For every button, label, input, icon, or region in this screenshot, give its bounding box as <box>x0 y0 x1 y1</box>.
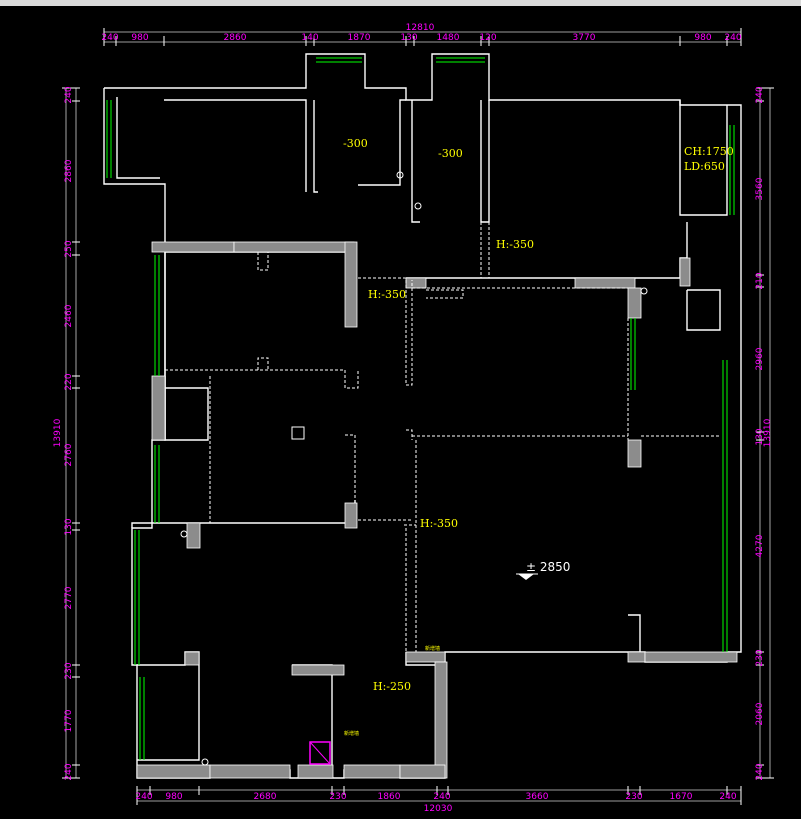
drain-marker-2 <box>414 202 422 210</box>
bottom-dim-1: 240 <box>135 792 152 802</box>
height-label-mid: H:-350 <box>368 288 406 301</box>
left-dim-8: 2770 <box>64 586 74 609</box>
elevation-marker-triangle <box>518 574 534 580</box>
height-label-low: H:-350 <box>420 517 458 530</box>
left-dim-11: 240 <box>64 763 74 780</box>
drain-marker-5 <box>201 758 209 766</box>
pink-fixture-box <box>309 741 331 765</box>
solid-walls <box>136 241 738 779</box>
right-dim-8: 2060 <box>755 702 765 725</box>
bottom-dim-7: 3660 <box>526 792 549 802</box>
right-dim-7: 230 <box>755 649 765 666</box>
right-total-dimension: 13910 <box>763 418 773 447</box>
right-dim-4: 2960 <box>755 347 765 370</box>
window-title-bar <box>0 0 801 6</box>
room-level-label-2: -300 <box>438 147 463 160</box>
right-dim-1: 240 <box>755 86 765 103</box>
left-dim-6: 2760 <box>64 443 74 466</box>
bottom-dim-8: 230 <box>625 792 642 802</box>
bottom-dim-4: 230 <box>329 792 346 802</box>
top-dim-4: 140 <box>301 33 318 43</box>
room-level-label-1: -300 <box>343 137 368 150</box>
bottom-dim-6: 240 <box>433 792 450 802</box>
annotations: -300 -300 CH:1750 LD:650 H:-350 H:-350 H… <box>343 137 734 737</box>
right-dim-5: 130 <box>755 428 765 445</box>
height-label-bath: H:-250 <box>373 680 411 693</box>
height-label-top: H:-350 <box>496 238 534 251</box>
right-dim-3: 210 <box>755 272 765 289</box>
small-tag-1: 新增墙 <box>425 645 440 652</box>
top-dim-9: 3770 <box>573 33 596 43</box>
bottom-dimension-row: 240 980 2680 230 1860 240 3660 230 1670 … <box>135 786 742 814</box>
top-dimension-row: 12810 240 980 2860 140 1870 130 1480 120… <box>101 23 742 46</box>
bottom-total-dimension: 12030 <box>424 804 453 814</box>
left-dim-2: 2860 <box>64 159 74 182</box>
left-dim-5: 220 <box>64 373 74 390</box>
left-dim-9: 230 <box>64 662 74 679</box>
top-dim-10: 980 <box>694 33 711 43</box>
windows <box>106 57 735 760</box>
top-total-dimension: 12810 <box>406 23 435 33</box>
top-dim-3: 2860 <box>224 33 247 43</box>
top-dim-7: 1480 <box>437 33 460 43</box>
drain-marker <box>396 171 404 179</box>
dashed-lines <box>164 222 720 652</box>
drain-marker-4 <box>180 530 188 538</box>
column-marker <box>291 426 305 440</box>
bottom-dim-9: 1670 <box>670 792 693 802</box>
top-dim-1: 240 <box>101 33 118 43</box>
top-dim-11: 240 <box>724 33 741 43</box>
top-dim-5: 1870 <box>348 33 371 43</box>
right-dimension-column: 240 3560 210 2960 130 4270 230 2060 240 … <box>755 86 774 781</box>
bottom-dim-5: 1860 <box>378 792 401 802</box>
left-dim-1: 240 <box>64 86 74 103</box>
ceiling-height-label: CH:1750 <box>684 145 734 158</box>
top-dim-2: 980 <box>131 33 148 43</box>
left-dim-3: 250 <box>64 240 74 257</box>
top-dim-6: 130 <box>400 33 417 43</box>
outer-wall <box>103 53 742 779</box>
left-dimension-column: 240 2860 250 2460 220 2760 130 2770 230 … <box>53 86 80 781</box>
left-dim-7: 130 <box>64 518 74 535</box>
left-total-dimension: 13910 <box>53 418 63 447</box>
bottom-dim-2: 980 <box>165 792 182 802</box>
right-dim-2: 3560 <box>755 177 765 200</box>
left-dim-10: 1770 <box>64 709 74 732</box>
right-dim-9: 240 <box>755 763 765 780</box>
left-dim-4: 2460 <box>64 304 74 327</box>
top-dim-8: 120 <box>479 33 496 43</box>
small-tag-2: 新增墙 <box>344 730 359 737</box>
drain-marker-3 <box>640 287 648 295</box>
floor-elevation-label: ± 2850 <box>526 560 570 574</box>
ld-value-label: LD:650 <box>684 160 725 173</box>
fixtures <box>180 171 648 766</box>
right-dim-6: 4270 <box>755 534 765 557</box>
bottom-dim-10: 240 <box>719 792 736 802</box>
bottom-dim-3: 2680 <box>254 792 277 802</box>
